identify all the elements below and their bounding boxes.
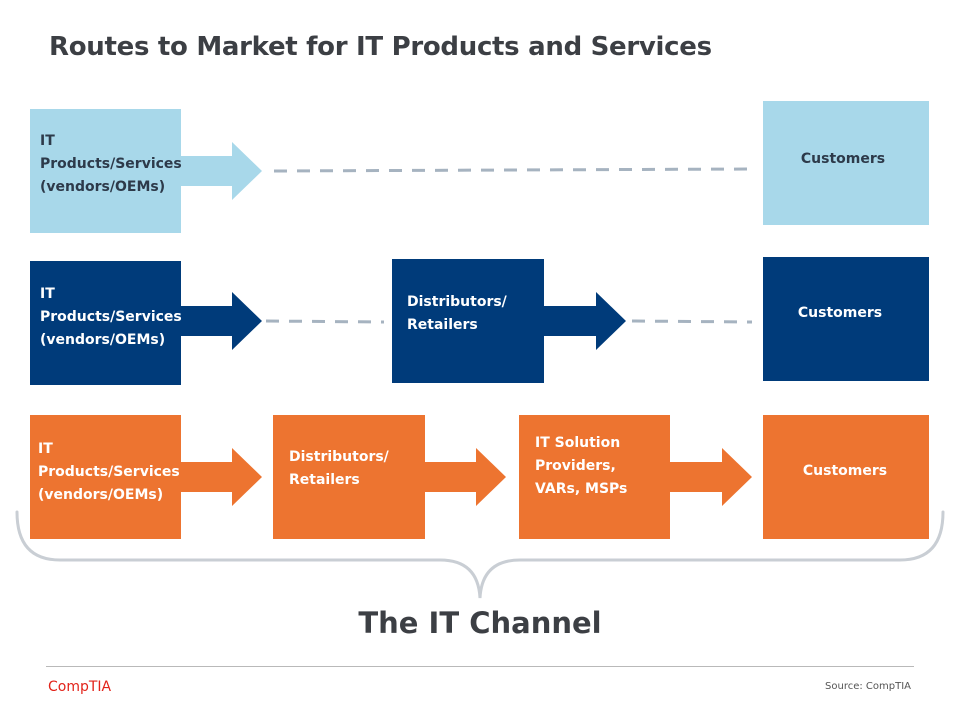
- comptia-logo: CompTIA: [48, 679, 112, 695]
- row2-vendor-box: [30, 261, 181, 385]
- slide-title: Routes to Market for IT Products and Ser…: [49, 32, 712, 62]
- source-note: Source: CompTIA: [825, 681, 911, 692]
- row2-distributors-arrow: [544, 292, 626, 350]
- row3-distributors-box: [273, 415, 425, 539]
- row3-distributors-arrow: [425, 448, 506, 506]
- row2-distributors-label: Distributors/ Retailers: [407, 294, 507, 333]
- footer-divider: [46, 666, 914, 667]
- row1-customers-box: [763, 101, 929, 225]
- row3-solution-providers-box: [519, 415, 670, 539]
- row3-vendor-box: [30, 415, 181, 539]
- row1-dashed-connector: [273, 167, 751, 173]
- row3-solution-providers-label: IT Solution Providers, VARs, MSPs: [535, 435, 628, 497]
- row3-distributors-label: Distributors/ Retailers: [289, 449, 389, 488]
- row1-vendor-label: IT Products/Services (vendors/OEMs): [40, 133, 182, 195]
- row3-vendor-label: IT Products/Services (vendors/OEMs): [38, 441, 180, 503]
- row3-vendor-arrow: [181, 448, 262, 506]
- row3-solution-providers-arrow: [670, 448, 752, 506]
- channel-brace: [15, 510, 945, 599]
- row2-distributors-box: [392, 259, 544, 383]
- row2-customers-label: Customers: [797, 305, 883, 321]
- channel-label: The IT Channel: [358, 606, 602, 640]
- row2-vendor-label: IT Products/Services (vendors/OEMs): [40, 286, 182, 348]
- row1-vendor-arrow: [181, 142, 262, 200]
- row2-vendor-arrow: [181, 292, 262, 350]
- row3-customers-box: [763, 415, 929, 539]
- row1-customers-label: Customers: [800, 151, 886, 167]
- row2-dashed-connector-1: [265, 319, 385, 324]
- row2-customers-box: [763, 257, 929, 381]
- row3-customers-label: Customers: [802, 463, 888, 479]
- row1-vendor-box: [30, 109, 181, 233]
- row2-dashed-connector-2: [631, 319, 753, 324]
